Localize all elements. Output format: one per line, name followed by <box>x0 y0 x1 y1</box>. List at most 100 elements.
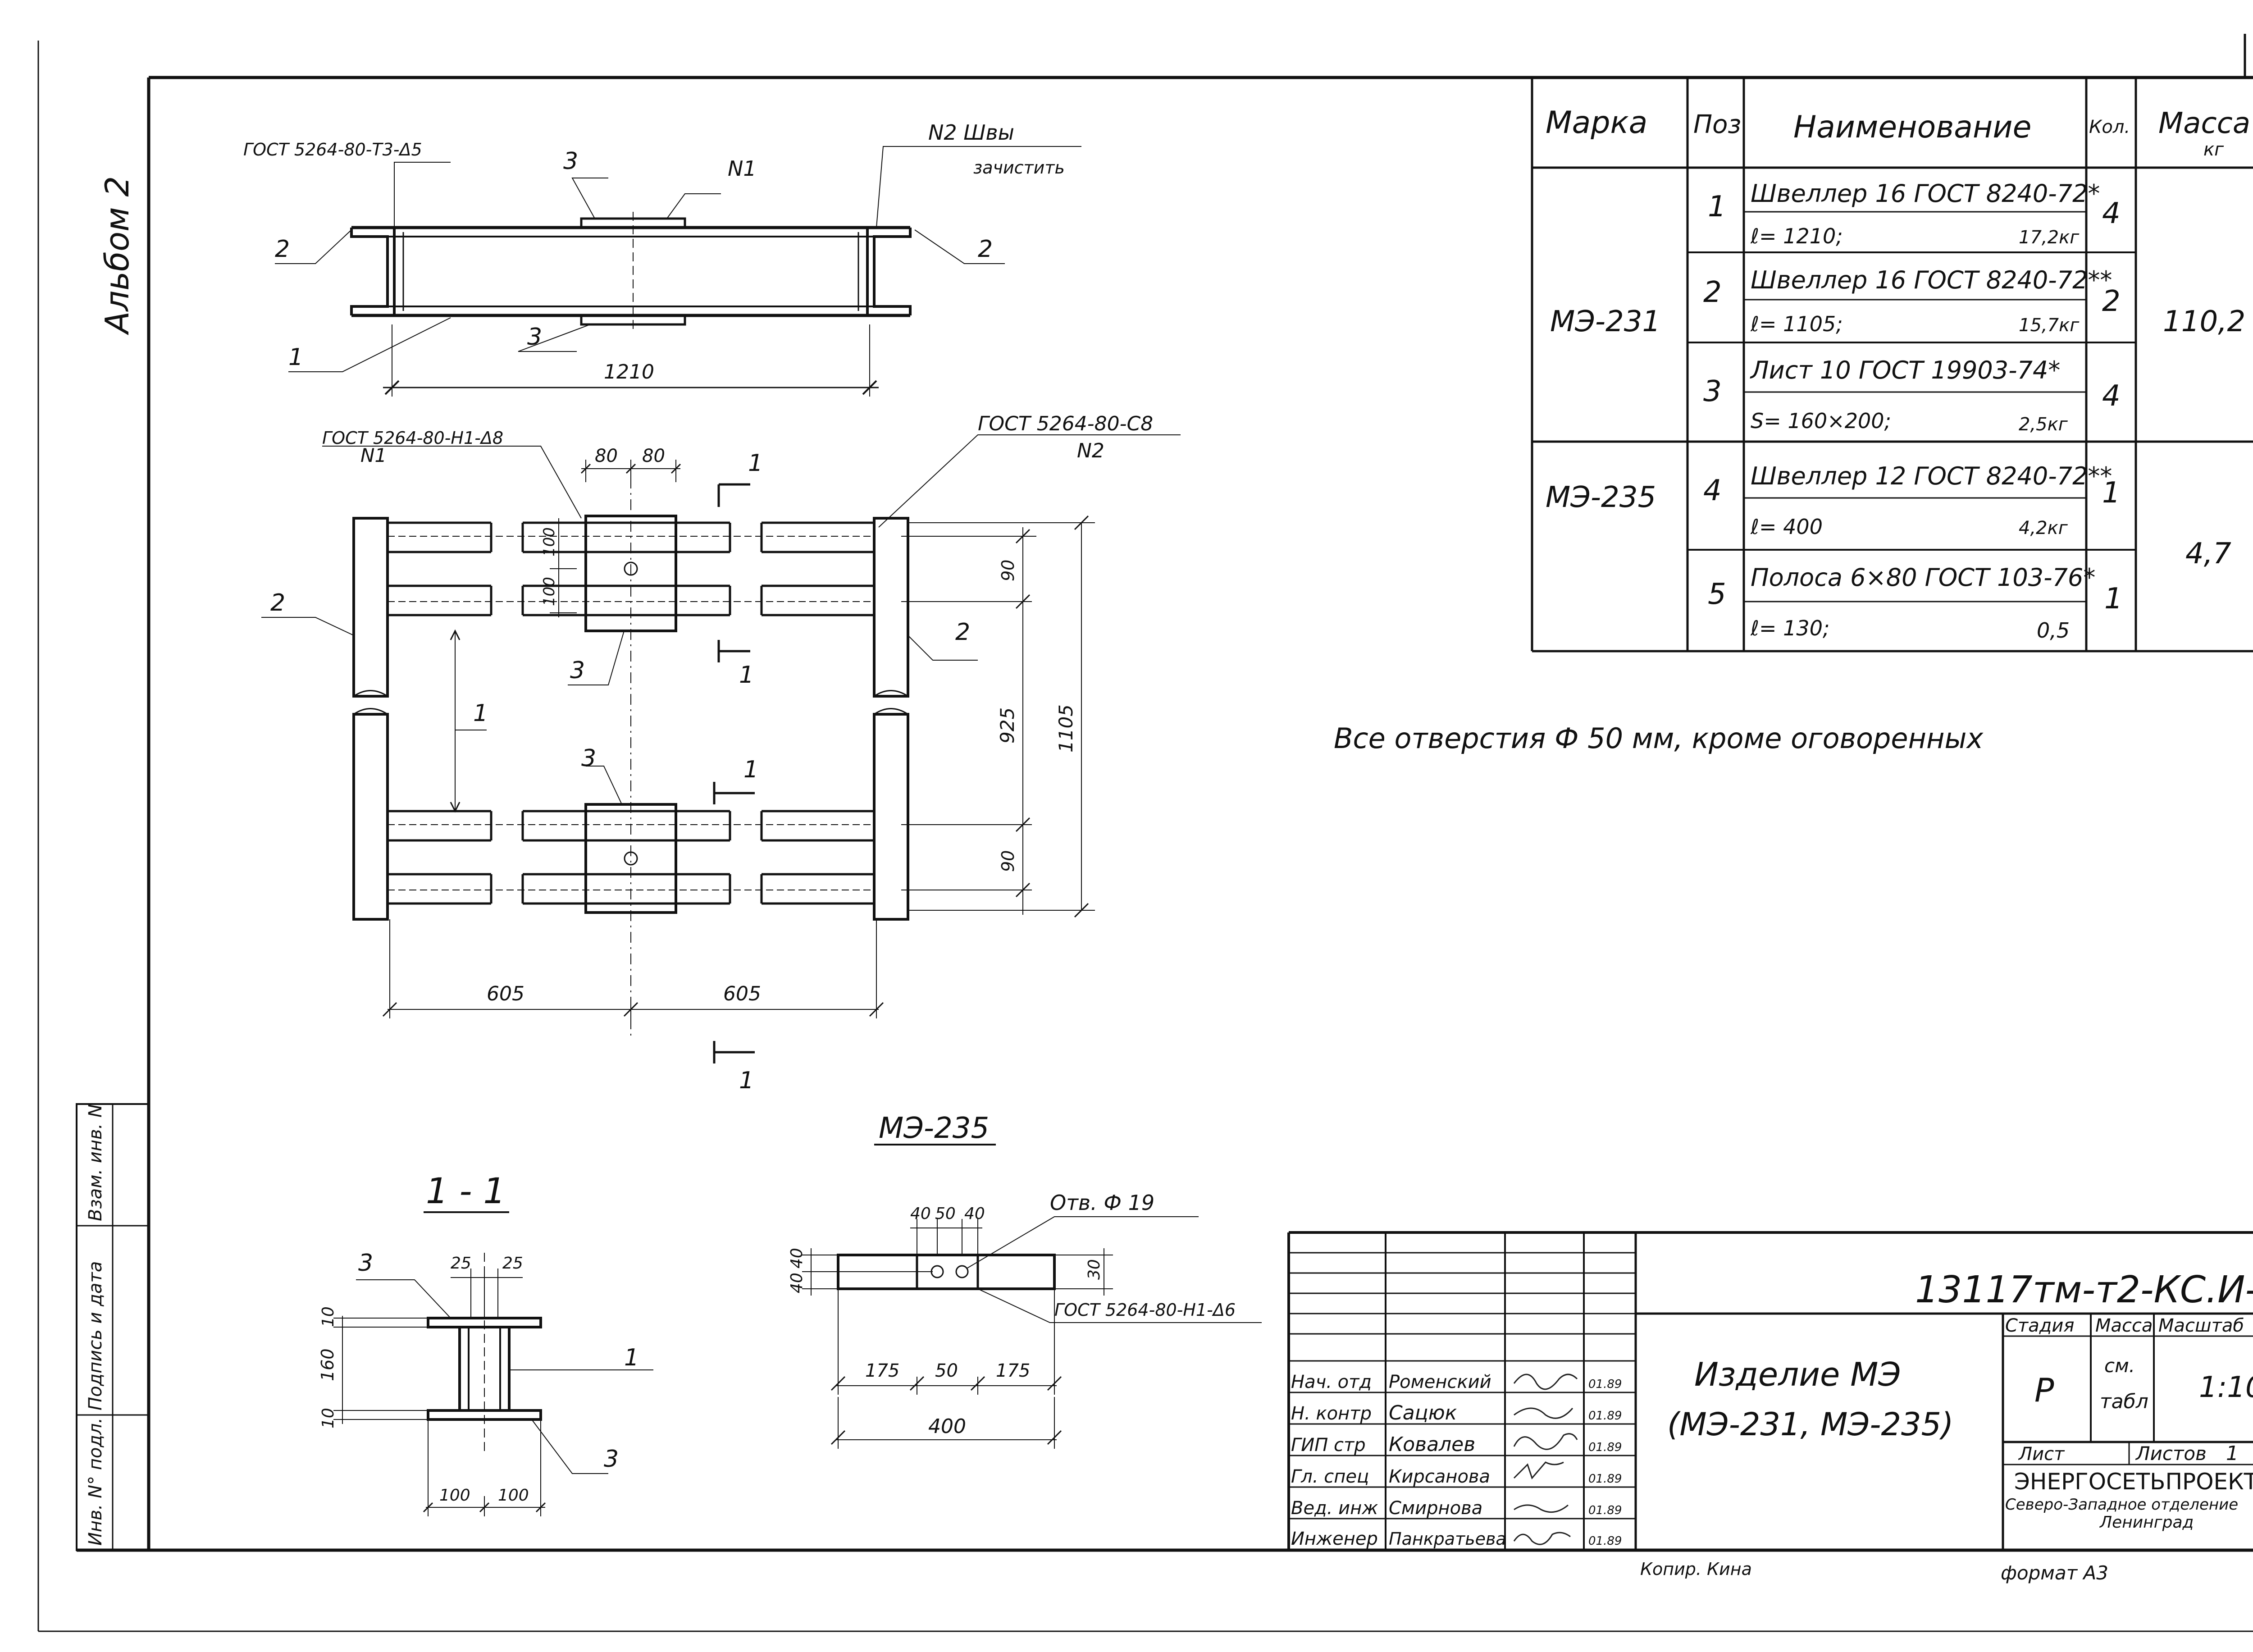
spec-mark: МЭ-235 <box>1546 481 1656 514</box>
side-stamp <box>76 1103 150 1551</box>
side-stamp-cell-replace: Взам. инв. N <box>85 1104 106 1221</box>
person-role: Н. контр <box>1291 1403 1372 1424</box>
title-doc-code: 13117тм-т2-КС.И-1 <box>1915 1269 2253 1311</box>
plan-pos-1: 1 <box>473 700 488 727</box>
spec-mass: 110,2 <box>2163 305 2245 338</box>
section-dim-25a: 25 <box>451 1254 471 1273</box>
format-label: формат А3 <box>2001 1562 2108 1584</box>
signature-scribbles <box>1513 1374 1578 1545</box>
person-date: 01.89 <box>1588 1378 1622 1391</box>
spec-unit-mass: 4,2кг <box>2019 518 2068 538</box>
me235-weld-note: ГОСТ 5264-80-Н1-Δ6 <box>1054 1300 1236 1320</box>
title-sheets-value: 1 <box>2226 1442 2239 1465</box>
section-1-1-drawing <box>333 1211 653 1516</box>
spec-name: Лист 10 ГОСТ 19903-74* <box>1750 356 2060 384</box>
plan-dim-100b: 100 <box>540 577 558 606</box>
me235-title: МЭ-235 <box>879 1112 989 1145</box>
spec-qty: 1 <box>2102 476 2121 510</box>
spec-pos: 5 <box>1708 578 1726 611</box>
person-name: Ковалев <box>1389 1433 1475 1456</box>
title-mass-value-2: табл <box>2100 1390 2148 1413</box>
me235-dim-30: 30 <box>1085 1259 1104 1280</box>
plan-section-mark-2: 1 <box>739 662 754 689</box>
me235-dim-175b: 175 <box>996 1360 1030 1381</box>
person-date: 01.89 <box>1588 1504 1622 1517</box>
person-name: Панкратьева <box>1389 1529 1506 1549</box>
person-role: Нач. отд <box>1291 1372 1372 1392</box>
spec-qty: 4 <box>2102 197 2121 230</box>
section-dim-10b: 10 <box>319 1408 337 1428</box>
spec-name: Полоса 6×80 ГОСТ 103-76* <box>1751 563 2095 592</box>
section-dim-25b: 25 <box>502 1254 523 1273</box>
section-dim-160: 160 <box>318 1348 337 1381</box>
section-dim-100a: 100 <box>439 1486 470 1505</box>
plan-dim-90a: 90 <box>998 560 1018 581</box>
album-label: Альбом 2 <box>98 176 136 335</box>
me235-dim-40c: 40 <box>788 1248 806 1269</box>
section-dim-100b: 100 <box>498 1486 529 1505</box>
spec-header-mark: Марка <box>1546 105 1647 141</box>
plan-weld-note-left: ГОСТ 5264-80-Н1-Δ8 <box>322 428 503 448</box>
me235-dim-175a: 175 <box>865 1360 899 1381</box>
spec-mark: МЭ-231 <box>1550 305 1660 338</box>
plan-dim-605b: 605 <box>723 982 761 1005</box>
title-org-sub: Северо-Западное отделение <box>2005 1496 2238 1514</box>
title-item-sub: (МЭ-231, МЭ-235) <box>1667 1406 1953 1443</box>
top-view-pos-2-left: 2 <box>275 236 290 263</box>
spec-header-qty: Кол. <box>2089 117 2130 137</box>
plan-section-mark-3: 1 <box>743 756 758 783</box>
plan-dim-80a: 80 <box>595 446 618 466</box>
me235-drawing <box>802 1144 1262 1449</box>
plan-section-mark-1: 1 <box>748 450 763 477</box>
spec-table-grid <box>1531 78 2253 653</box>
spec-qty: 2 <box>2102 285 2121 318</box>
top-view-pos-1: 1 <box>288 344 303 371</box>
spec-unit-mass: 17,2кг <box>2019 227 2080 248</box>
title-scale-value: 1:10 <box>2199 1371 2253 1404</box>
general-note: Все отверстия Ф 50 мм, кроме оговоренных <box>1334 722 1984 755</box>
plan-pos-3-bottom: 3 <box>581 745 596 772</box>
title-stage-label: Стадия <box>2005 1315 2074 1336</box>
spec-length: S= 160×200; <box>1751 409 1891 433</box>
me235-dim-40b: 40 <box>964 1205 985 1223</box>
me235-dim-40a: 40 <box>910 1205 931 1223</box>
person-date: 01.89 <box>1588 1441 1622 1454</box>
spec-length: ℓ= 1105; <box>1750 312 1843 336</box>
person-name: Сацюк <box>1389 1401 1457 1424</box>
plan-dim-605a: 605 <box>487 982 524 1005</box>
top-view-weld-note: ГОСТ 5264-80-Т3-Δ5 <box>243 140 422 160</box>
plan-dim-1105: 1105 <box>1055 704 1077 753</box>
person-name: Кирсанова <box>1389 1466 1490 1487</box>
top-view-drawing <box>275 146 1081 397</box>
spec-name: Швеллер 12 ГОСТ 8240-72** <box>1751 462 2112 490</box>
title-sheets-label: Листов <box>2135 1442 2207 1465</box>
top-view-pos-3-bottom: 3 <box>527 324 542 351</box>
spec-pos: 3 <box>1703 375 1722 408</box>
spec-qty: 1 <box>2104 582 2123 616</box>
spec-pos: 2 <box>1703 276 1722 309</box>
section-pos-3b: 3 <box>604 1446 619 1473</box>
person-date: 01.89 <box>1588 1409 1622 1423</box>
person-role: Вед. инж <box>1291 1498 1378 1519</box>
top-view-pos-3-top: 3 <box>563 148 578 175</box>
plan-weld-note-left-n: N1 <box>360 444 387 466</box>
plan-dim-90b: 90 <box>998 850 1018 872</box>
title-mass-label: Масса <box>2095 1315 2153 1336</box>
plan-section-mark-4: 1 <box>739 1067 754 1094</box>
title-sheet-label: Лист <box>2018 1444 2065 1465</box>
plan-dim-925: 925 <box>996 707 1018 744</box>
top-view-pos-2-right: 2 <box>978 236 993 263</box>
person-role: Гл. спец <box>1291 1466 1369 1487</box>
spec-unit-mass: 0,5 <box>2037 618 2070 643</box>
spec-pos: 1 <box>1708 190 1726 224</box>
copy-label: Копир. Кина <box>1640 1559 1752 1579</box>
spec-qty: 4 <box>2102 379 2121 413</box>
spec-header-mass: Масса <box>2158 107 2250 140</box>
me235-hole-note: Отв. Ф 19 <box>1050 1191 1154 1215</box>
spec-name: Швеллер 16 ГОСТ 8240-72* <box>1751 179 2100 208</box>
top-view-n2-note: N2 Швы <box>928 120 1014 145</box>
top-view-n1: N1 <box>728 156 757 181</box>
spec-header-mass-unit: кг <box>2203 139 2224 160</box>
top-view-dim-length: 1210 <box>604 361 654 383</box>
